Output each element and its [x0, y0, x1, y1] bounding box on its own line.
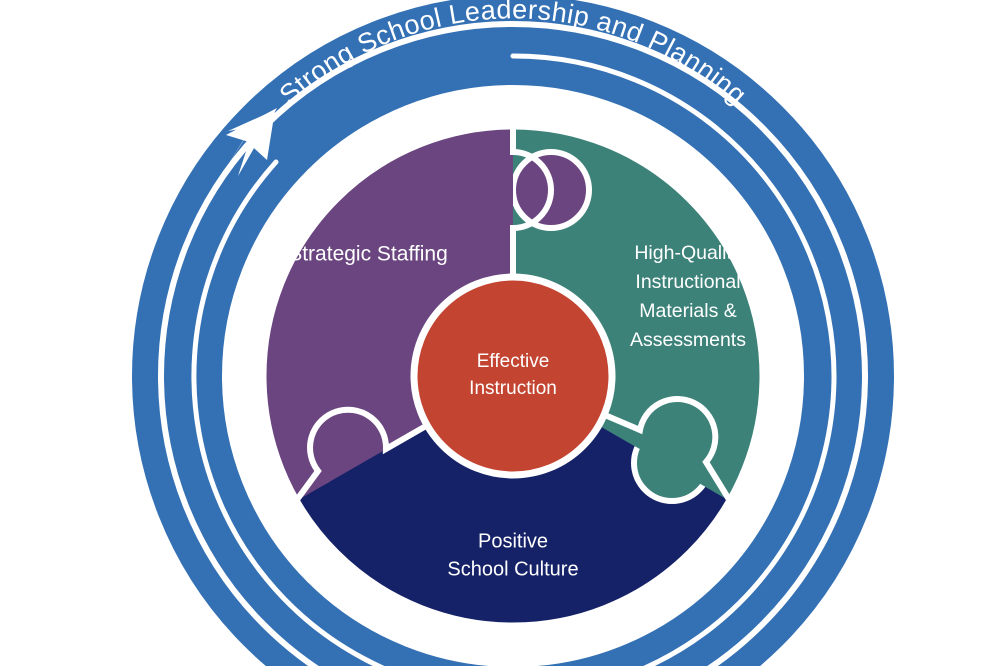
label-hqim-line-3: Assessments	[630, 329, 746, 351]
label-high-quality-instructional-materials-assessments: High-Quality Instructional Materials & A…	[630, 242, 746, 351]
label-hqim-line-0: High-Quality	[634, 242, 742, 264]
label-effective-instruction-line-1: Instruction	[469, 378, 557, 399]
cycle-arrow-head-shape	[226, 108, 277, 176]
label-hqim-line-2: Materials &	[639, 300, 737, 322]
label-positive-school-culture-line-1: School Culture	[447, 558, 578, 580]
label-effective-instruction-line-0: Effective	[477, 351, 550, 372]
puzzle-separators	[293, 123, 733, 504]
cycle-arrow-tail	[191, 53, 837, 666]
center-circle-effective-instruction[interactable]	[410, 273, 616, 479]
label-hqim-line-1: Instructional	[635, 271, 740, 293]
label-effective-instruction: Effective Instruction	[469, 351, 557, 399]
outer-ring-blue	[132, 0, 894, 666]
label-positive-school-culture-line-0: Positive	[478, 530, 548, 552]
label-positive-school-culture: Positive School Culture	[447, 530, 578, 580]
label-strategic-staffing-line-0: Strategic Staffing	[288, 243, 448, 266]
puzzle-disc-rim	[259, 122, 767, 630]
label-strategic-staffing: Strategic Staffing	[288, 243, 448, 266]
